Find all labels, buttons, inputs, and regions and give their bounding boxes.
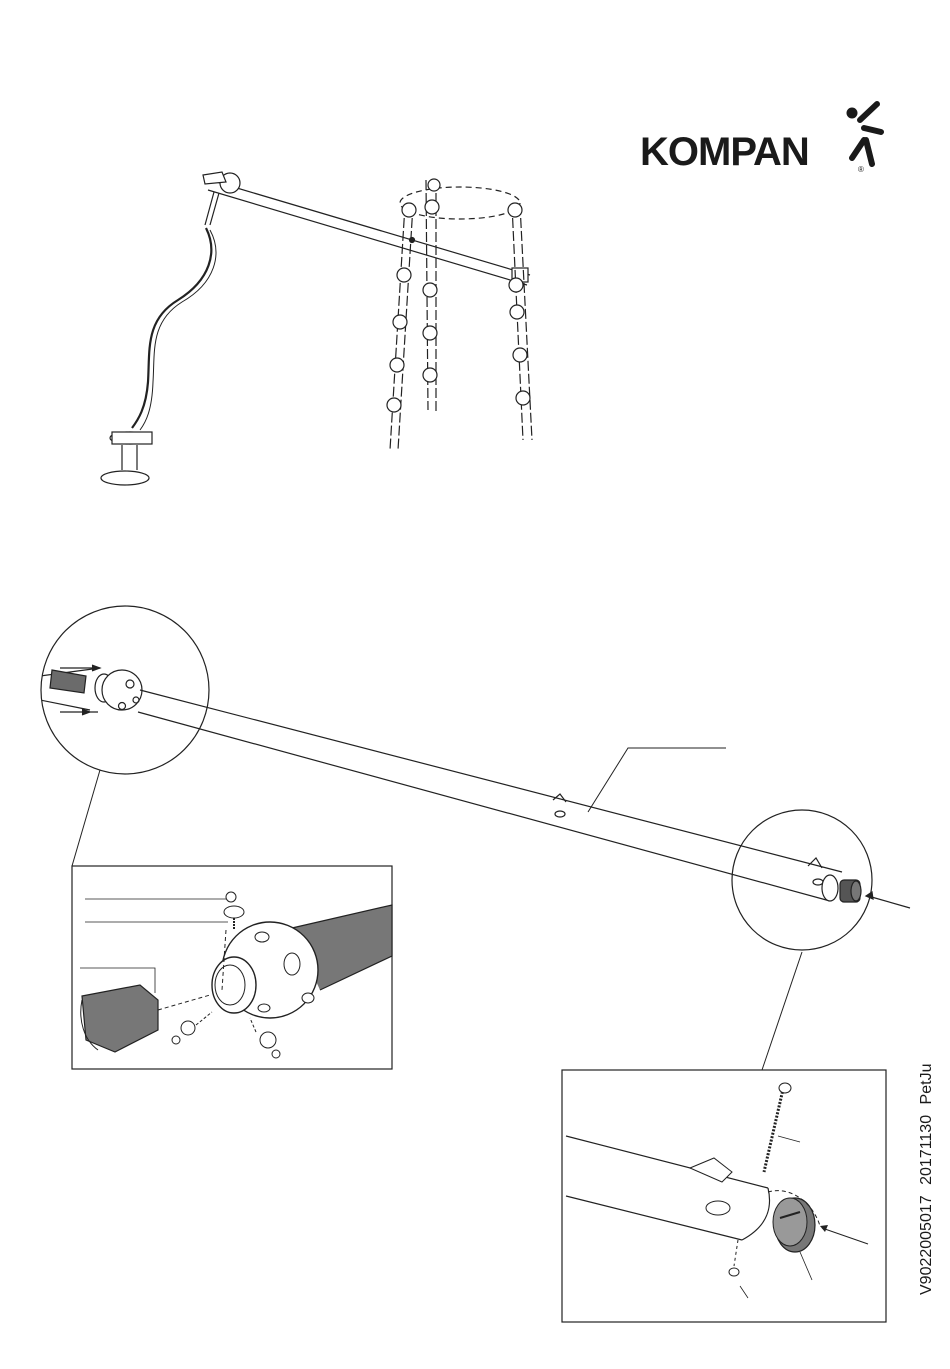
kompan-logo-figure-icon: ® [847, 104, 881, 174]
detail-box-left [72, 866, 392, 1069]
detail-box-right [562, 1070, 886, 1322]
left-detail-connector [72, 770, 100, 866]
right-detail-connector [762, 952, 802, 1070]
tube-leader-line [588, 748, 726, 812]
svg-text:®: ® [858, 165, 864, 174]
detail-left-circle [40, 606, 209, 774]
overview-swing-structure [101, 172, 532, 485]
